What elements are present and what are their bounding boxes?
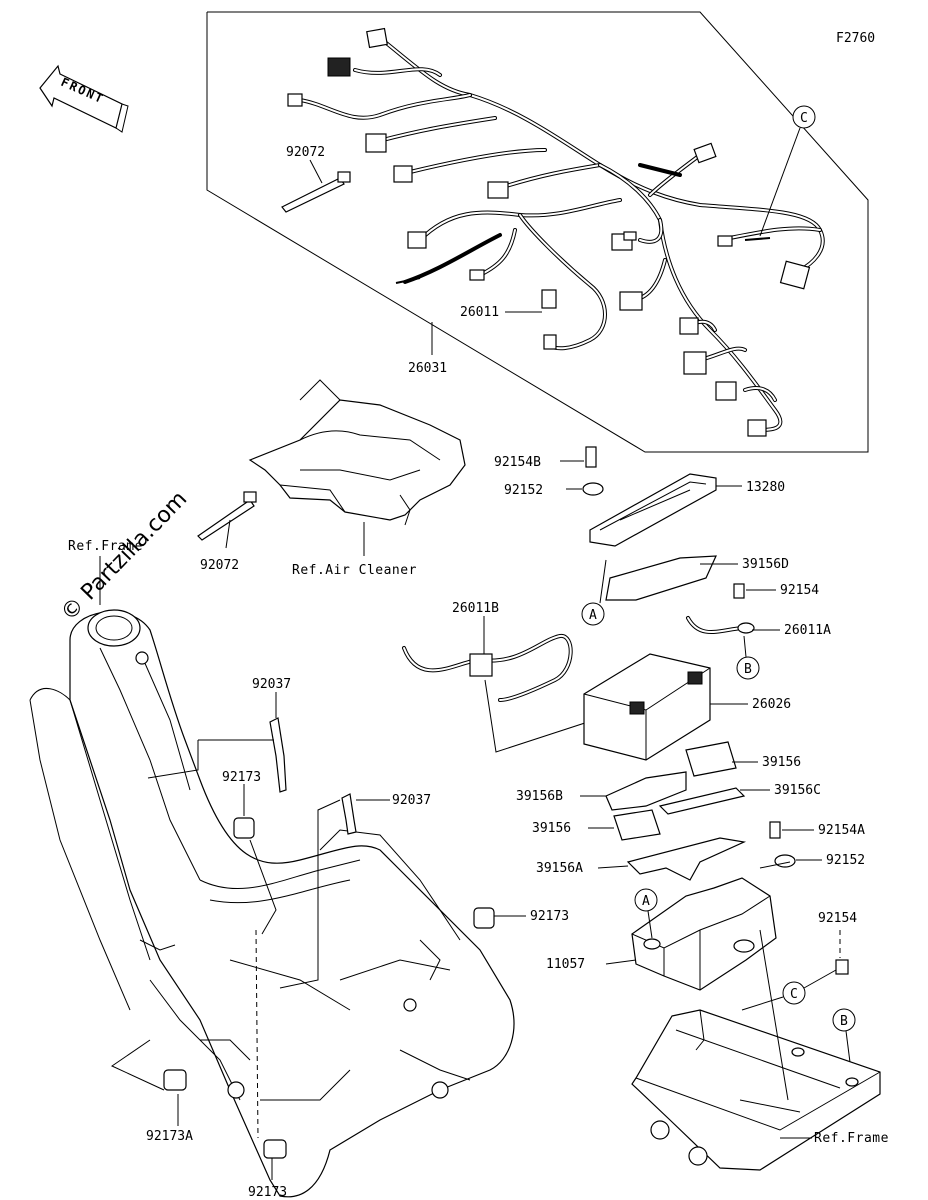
- clamp-92037-a: [269, 717, 287, 793]
- pad-39156a: [626, 837, 747, 881]
- pad-39156-top: [685, 741, 737, 777]
- washer-92152-bot: [774, 854, 796, 868]
- battery-case-11057: [631, 877, 777, 991]
- part-11057: 11057: [546, 957, 585, 972]
- callout-c-bot-label: C: [790, 987, 798, 1002]
- part-92173-b: 92173: [530, 909, 569, 924]
- front-arrow: FRONT: [39, 64, 129, 133]
- bolt-92154b: [585, 446, 597, 468]
- part-39156c: 39156C: [774, 783, 821, 798]
- ref-frame-bottom: Ref.Frame: [814, 1131, 889, 1146]
- part-92154-mid: 92154: [780, 583, 819, 598]
- part-92173a: 92173A: [146, 1129, 193, 1144]
- battery-26026: [583, 653, 711, 761]
- callout-b-bot: [832, 1008, 856, 1032]
- part-26031: 26031: [408, 361, 447, 376]
- part-92072-top: 92072: [286, 145, 325, 160]
- clamp-92037-b: [341, 793, 357, 835]
- clamp-92173-c: [263, 1139, 287, 1159]
- bolt-92154a: [769, 821, 781, 839]
- main-frame-ref: [29, 609, 515, 1198]
- pad-39156b: [605, 771, 687, 811]
- bolt-92154-bot: [835, 959, 849, 975]
- pad-39156-bot: [613, 809, 661, 841]
- battery-holder-13280: [589, 473, 717, 547]
- part-26011a: 26011A: [784, 623, 831, 638]
- part-39156b: 39156B: [516, 789, 563, 804]
- callout-a-top-label: A: [589, 608, 597, 623]
- harness-panel: [206, 11, 869, 453]
- part-26011b: 26011B: [452, 601, 499, 616]
- cable-tie-mid: [197, 491, 257, 541]
- bolt-92154-mid: [733, 583, 745, 599]
- callout-c-top: [792, 105, 816, 129]
- callout-b-mid: [736, 656, 760, 680]
- part-92072-mid: 92072: [200, 558, 239, 573]
- pad-39156d: [605, 555, 717, 601]
- part-92173-c: 92173: [248, 1185, 287, 1200]
- part-92173-a: 92173: [222, 770, 261, 785]
- part-39156-b: 39156: [532, 821, 571, 836]
- cable-26011a: [686, 616, 755, 634]
- clamp-92173-a: [233, 817, 255, 839]
- ref-air-cleaner: Ref.Air Cleaner: [292, 563, 417, 578]
- part-92037-b: 92037: [392, 793, 431, 808]
- callout-c-bot: [782, 981, 806, 1005]
- part-26011: 26011: [460, 305, 499, 320]
- callout-a-top: [581, 602, 605, 626]
- ref-frame-left: Ref.Frame: [68, 539, 143, 554]
- harness-connectors: [287, 27, 811, 437]
- figure-code: F2760: [836, 31, 875, 46]
- part-39156-a: 39156: [762, 755, 801, 770]
- washer-92152-top: [582, 482, 604, 496]
- callout-a-bot: [634, 888, 658, 912]
- part-39156d: 39156D: [742, 557, 789, 572]
- part-92152-top: 92152: [504, 483, 543, 498]
- watermark: © Partzilla.com: [56, 487, 192, 626]
- part-92037-a: 92037: [252, 677, 291, 692]
- callout-b-bot-label: B: [840, 1014, 848, 1029]
- main-harness: [298, 40, 825, 432]
- part-39156a: 39156A: [536, 861, 583, 876]
- air-cleaner-ref: [248, 379, 466, 526]
- cable-tie-top: [281, 171, 351, 213]
- clamp-92173-b: [473, 907, 495, 929]
- clamp-92173a: [163, 1069, 187, 1091]
- part-92152-bot: 92152: [826, 853, 865, 868]
- part-92154a: 92154A: [818, 823, 865, 838]
- pad-39156c: [658, 787, 746, 815]
- part-13280: 13280: [746, 480, 785, 495]
- callout-b-mid-label: B: [744, 662, 752, 677]
- part-26026: 26026: [752, 697, 791, 712]
- cable-26011b: [402, 634, 573, 702]
- part-92154b: 92154B: [494, 455, 541, 470]
- part-92154-bot: 92154: [818, 911, 857, 926]
- frame-rail-ref: [631, 1009, 881, 1171]
- callout-a-bot-label: A: [642, 894, 650, 909]
- callout-c-top-label: C: [800, 111, 808, 126]
